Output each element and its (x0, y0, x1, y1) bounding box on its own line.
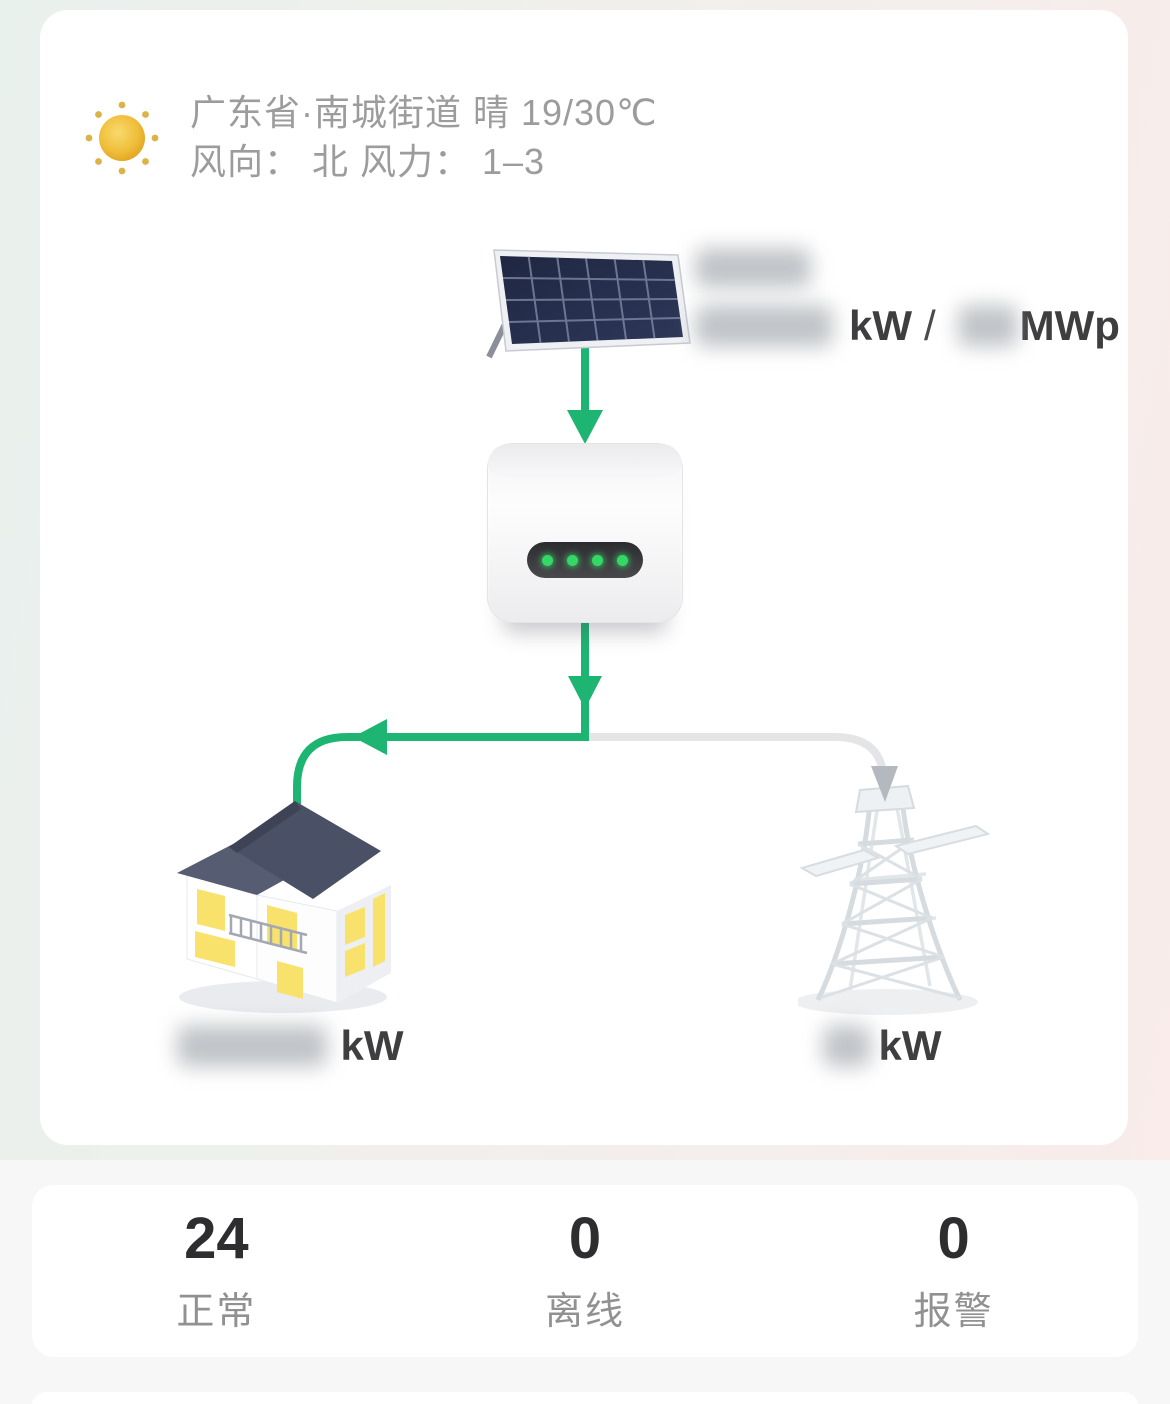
pv-stats: kW / MWp (695, 244, 1120, 352)
weather-location-line: 广东省·南城街道 晴 19/30℃ (190, 92, 658, 133)
pv-percentage-row (695, 244, 1120, 292)
stat-normal-label: 正常 (176, 1290, 257, 1333)
stat-alarm-value: 0 (937, 1205, 970, 1271)
grid-power-value-blurred (822, 1025, 871, 1067)
house-load-label: kW (160, 1022, 420, 1070)
inverter-icon (487, 443, 683, 623)
stat-offline-value: 0 (568, 1205, 602, 1271)
stat-normal-value: 24 (184, 1205, 249, 1271)
led-dot (567, 554, 578, 566)
next-card-top-edge (32, 1392, 1138, 1404)
led-dot (542, 554, 553, 566)
house-load-value-blurred (176, 1025, 327, 1067)
pv-capacity-value-blurred (957, 305, 1018, 347)
pv-power-capacity-row: kW / MWp (695, 300, 1120, 352)
weather-info: 广东省·南城街道 晴 19/30℃ 风向： 北 风力： 1–3 (82, 88, 658, 186)
grid-power-unit: kW (878, 1022, 942, 1069)
house-icon (173, 763, 417, 1019)
device-status-summary-card: 24 正常 0 离线 0 报警 (32, 1185, 1138, 1357)
sun-icon (82, 98, 162, 178)
grid-power-label: kW (752, 1022, 1012, 1070)
led-dot (617, 554, 628, 566)
stat-offline[interactable]: 0 离线 (401, 1205, 770, 1335)
weather-wind-line: 风向： 北 风力： 1–3 (190, 141, 546, 182)
stat-alarm-label: 报警 (913, 1290, 994, 1333)
stat-normal[interactable]: 24 正常 (32, 1205, 401, 1335)
weather-text: 广东省·南城街道 晴 19/30℃ 风向： 北 风力： 1–3 (190, 88, 658, 186)
house-load-unit: kW (340, 1022, 404, 1069)
grid-tower-icon (794, 762, 1002, 1018)
led-dot (592, 554, 603, 566)
solar-panel-icon (478, 238, 700, 364)
stat-alarm[interactable]: 0 报警 (769, 1205, 1138, 1335)
plant-overview-card: 广东省·南城街道 晴 19/30℃ 风向： 北 风力： 1–3 (40, 10, 1128, 1145)
pv-separator: / (924, 302, 936, 349)
pv-power-unit: kW (849, 302, 912, 349)
pv-capacity-unit: MWp (1019, 302, 1120, 349)
inverter-lid (488, 444, 682, 480)
inverter-status-leds (527, 542, 643, 578)
pv-power-value-blurred (695, 305, 833, 347)
stat-offline-label: 离线 (545, 1290, 626, 1333)
pv-percentage-value-blurred (695, 248, 811, 288)
